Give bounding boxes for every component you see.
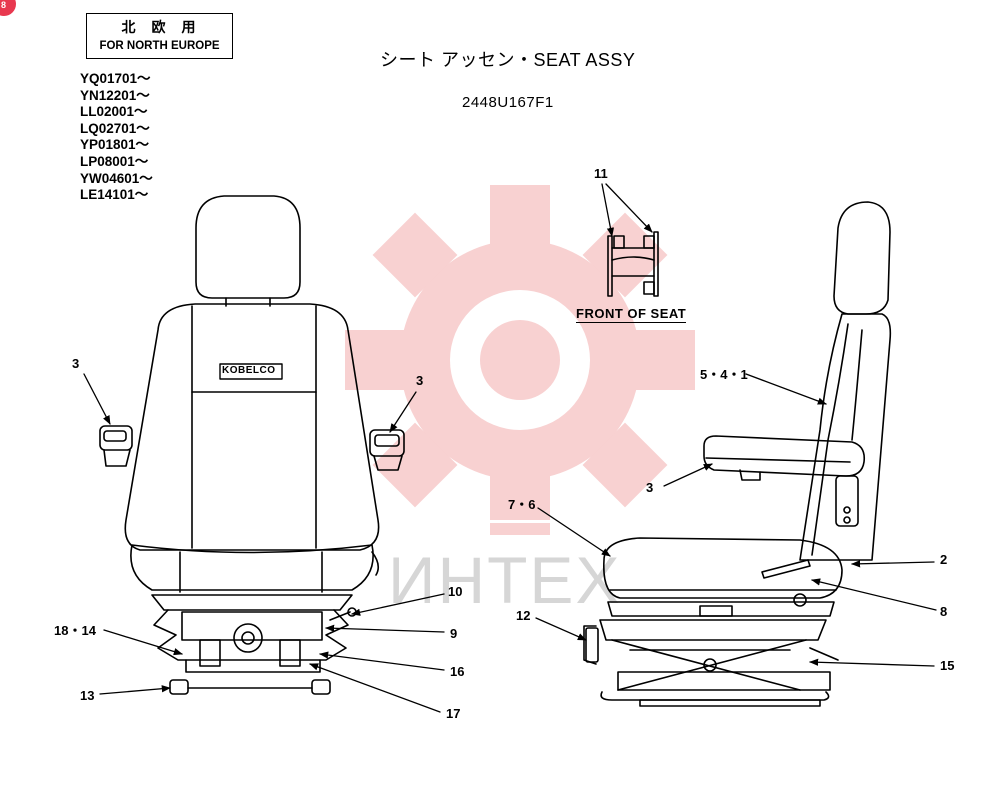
serial-item: LQ02701～ bbox=[80, 120, 150, 136]
callout-18-14: 18・14 bbox=[54, 623, 96, 638]
callout-3-side: 3 bbox=[646, 480, 654, 495]
side-seat-view bbox=[583, 201, 892, 707]
serial-item: LL02001～ bbox=[80, 104, 148, 120]
callout-7-6: 7・6 bbox=[508, 497, 536, 512]
callout-17: 17 bbox=[446, 706, 461, 721]
front-seat-view bbox=[99, 195, 405, 695]
callout-3-left: 3 bbox=[72, 356, 80, 371]
part-number: 2448U167F1 bbox=[462, 94, 554, 111]
callout-12: 12 bbox=[516, 608, 531, 623]
kobelco-logo-icon bbox=[219, 363, 283, 380]
callout-10: 10 bbox=[448, 584, 463, 599]
serial-item: YP01801～ bbox=[80, 137, 150, 153]
serial-item: YW04601～ bbox=[80, 170, 153, 186]
front-of-seat-label: FRONT OF SEAT bbox=[576, 306, 687, 323]
region-jp-label: 北欧用 bbox=[121, 19, 212, 35]
callout-3-right: 3 bbox=[416, 373, 424, 388]
detail-11-view bbox=[607, 231, 659, 297]
callout-11: 11 bbox=[594, 166, 608, 181]
corner-badge: 8 bbox=[0, 0, 16, 16]
callout-8: 8 bbox=[940, 604, 948, 619]
region-box: 北欧用 FOR NORTH EUROPE bbox=[86, 13, 233, 59]
callout-5-4-1: 5・4・1 bbox=[700, 367, 748, 382]
serial-list: YQ01701～ YN12201～ LL02001～ LQ02701～ YP01… bbox=[80, 71, 153, 204]
serial-item: YN12201～ bbox=[80, 87, 150, 103]
callout-13: 13 bbox=[80, 688, 95, 703]
kobelco-logo-text: KOBELCO bbox=[222, 365, 276, 376]
serial-item: LE14101～ bbox=[80, 187, 149, 203]
serial-item: YQ01701～ bbox=[80, 71, 151, 86]
serial-item: LP08001～ bbox=[80, 153, 149, 169]
watermark-text: ИНТЕХ bbox=[388, 543, 622, 617]
region-en-label: FOR NORTH EUROPE bbox=[99, 40, 220, 52]
callout-2: 2 bbox=[940, 552, 948, 567]
callout-9: 9 bbox=[450, 626, 458, 641]
callout-15: 15 bbox=[940, 658, 955, 673]
callout-16: 16 bbox=[450, 664, 465, 679]
page-title: シート アッセン・SEAT ASSY bbox=[380, 50, 636, 70]
